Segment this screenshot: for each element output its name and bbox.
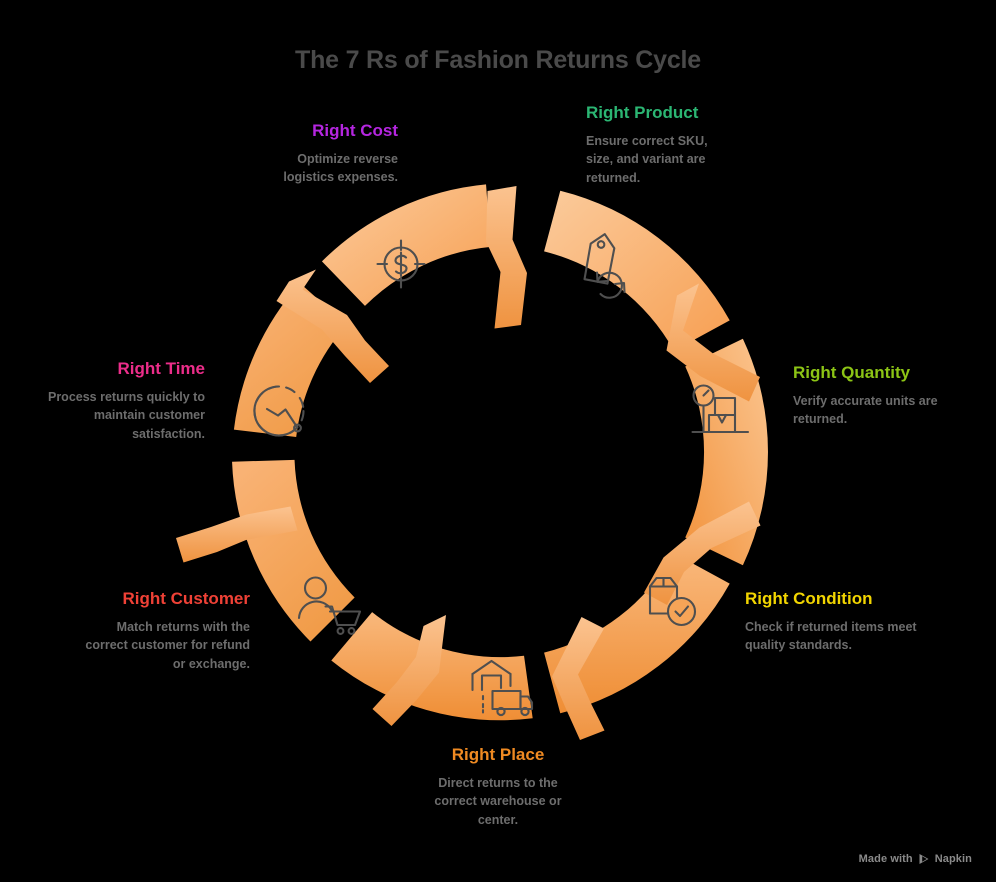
node-condition-description: Check if returned items meet quality sta… [745, 620, 917, 653]
ring-divider-6 [176, 506, 298, 563]
ring-divider-4 [552, 617, 605, 740]
watermark-brand-label: Napkin [934, 853, 972, 865]
ring-divider-7 [276, 269, 389, 383]
node-time[interactable]: Right Time Process returns quickly to ma… [0, 358, 205, 443]
ring-divider-5 [372, 615, 446, 726]
napkin-play-icon [918, 853, 930, 865]
node-cost[interactable]: Right Cost Optimize reverse logistics ex… [180, 120, 398, 187]
node-product-description: Ensure correct SKU, size, and variant ar… [586, 134, 708, 185]
dashed-clock-icon [253, 385, 305, 437]
node-place[interactable]: Right Place Direct returns to the correc… [383, 744, 613, 829]
page-title: The 7 Rs of Fashion Returns Cycle [295, 46, 701, 74]
node-place-title: Right Place [451, 745, 545, 764]
tag-refresh-icon [583, 233, 626, 299]
node-product-title: Right Product [586, 103, 699, 122]
node-quantity[interactable]: Right Quantity Verify accurate units are… [793, 362, 996, 429]
node-condition[interactable]: Right Condition Check if returned items … [745, 588, 975, 655]
weighing-scale-boxes-icon [691, 384, 750, 434]
watermark-made-with-label: Made with [858, 853, 913, 865]
ring-segment-cost[interactable] [321, 184, 491, 306]
node-cost-title: Right Cost [312, 121, 398, 140]
ring-segment-customer[interactable] [232, 459, 355, 642]
node-customer-description: Match returns with the correct customer … [85, 620, 250, 671]
ring-segment-product[interactable] [544, 190, 730, 351]
node-cost-description: Optimize reverse logistics expenses. [283, 152, 398, 185]
ring-divider-2 [666, 283, 760, 402]
node-place-description: Direct returns to the correct warehouse … [434, 776, 562, 827]
node-quantity-title: Right Quantity [793, 363, 911, 382]
node-condition-title: Right Condition [745, 589, 873, 608]
node-time-description: Process returns quickly to maintain cust… [47, 390, 205, 441]
napkin-watermark[interactable]: Made with Napkin [859, 853, 972, 865]
node-customer[interactable]: Right Customer Match returns with the co… [20, 588, 250, 673]
node-quantity-description: Verify accurate units are returned. [793, 394, 938, 427]
warehouse-truck-icon [471, 659, 534, 717]
customer-cart-icon [297, 576, 362, 635]
ring-divider-1 [486, 186, 527, 329]
box-check-icon [648, 576, 697, 627]
ring-divider-3 [644, 501, 761, 605]
node-product[interactable]: Right Product Ensure correct SKU, size, … [586, 102, 816, 187]
ring-dividers [176, 186, 761, 740]
ring-segment-condition[interactable] [544, 553, 730, 714]
dollar-target-icon [376, 239, 426, 289]
node-time-title: Right Time [117, 359, 205, 378]
node-customer-title: Right Customer [122, 589, 251, 608]
